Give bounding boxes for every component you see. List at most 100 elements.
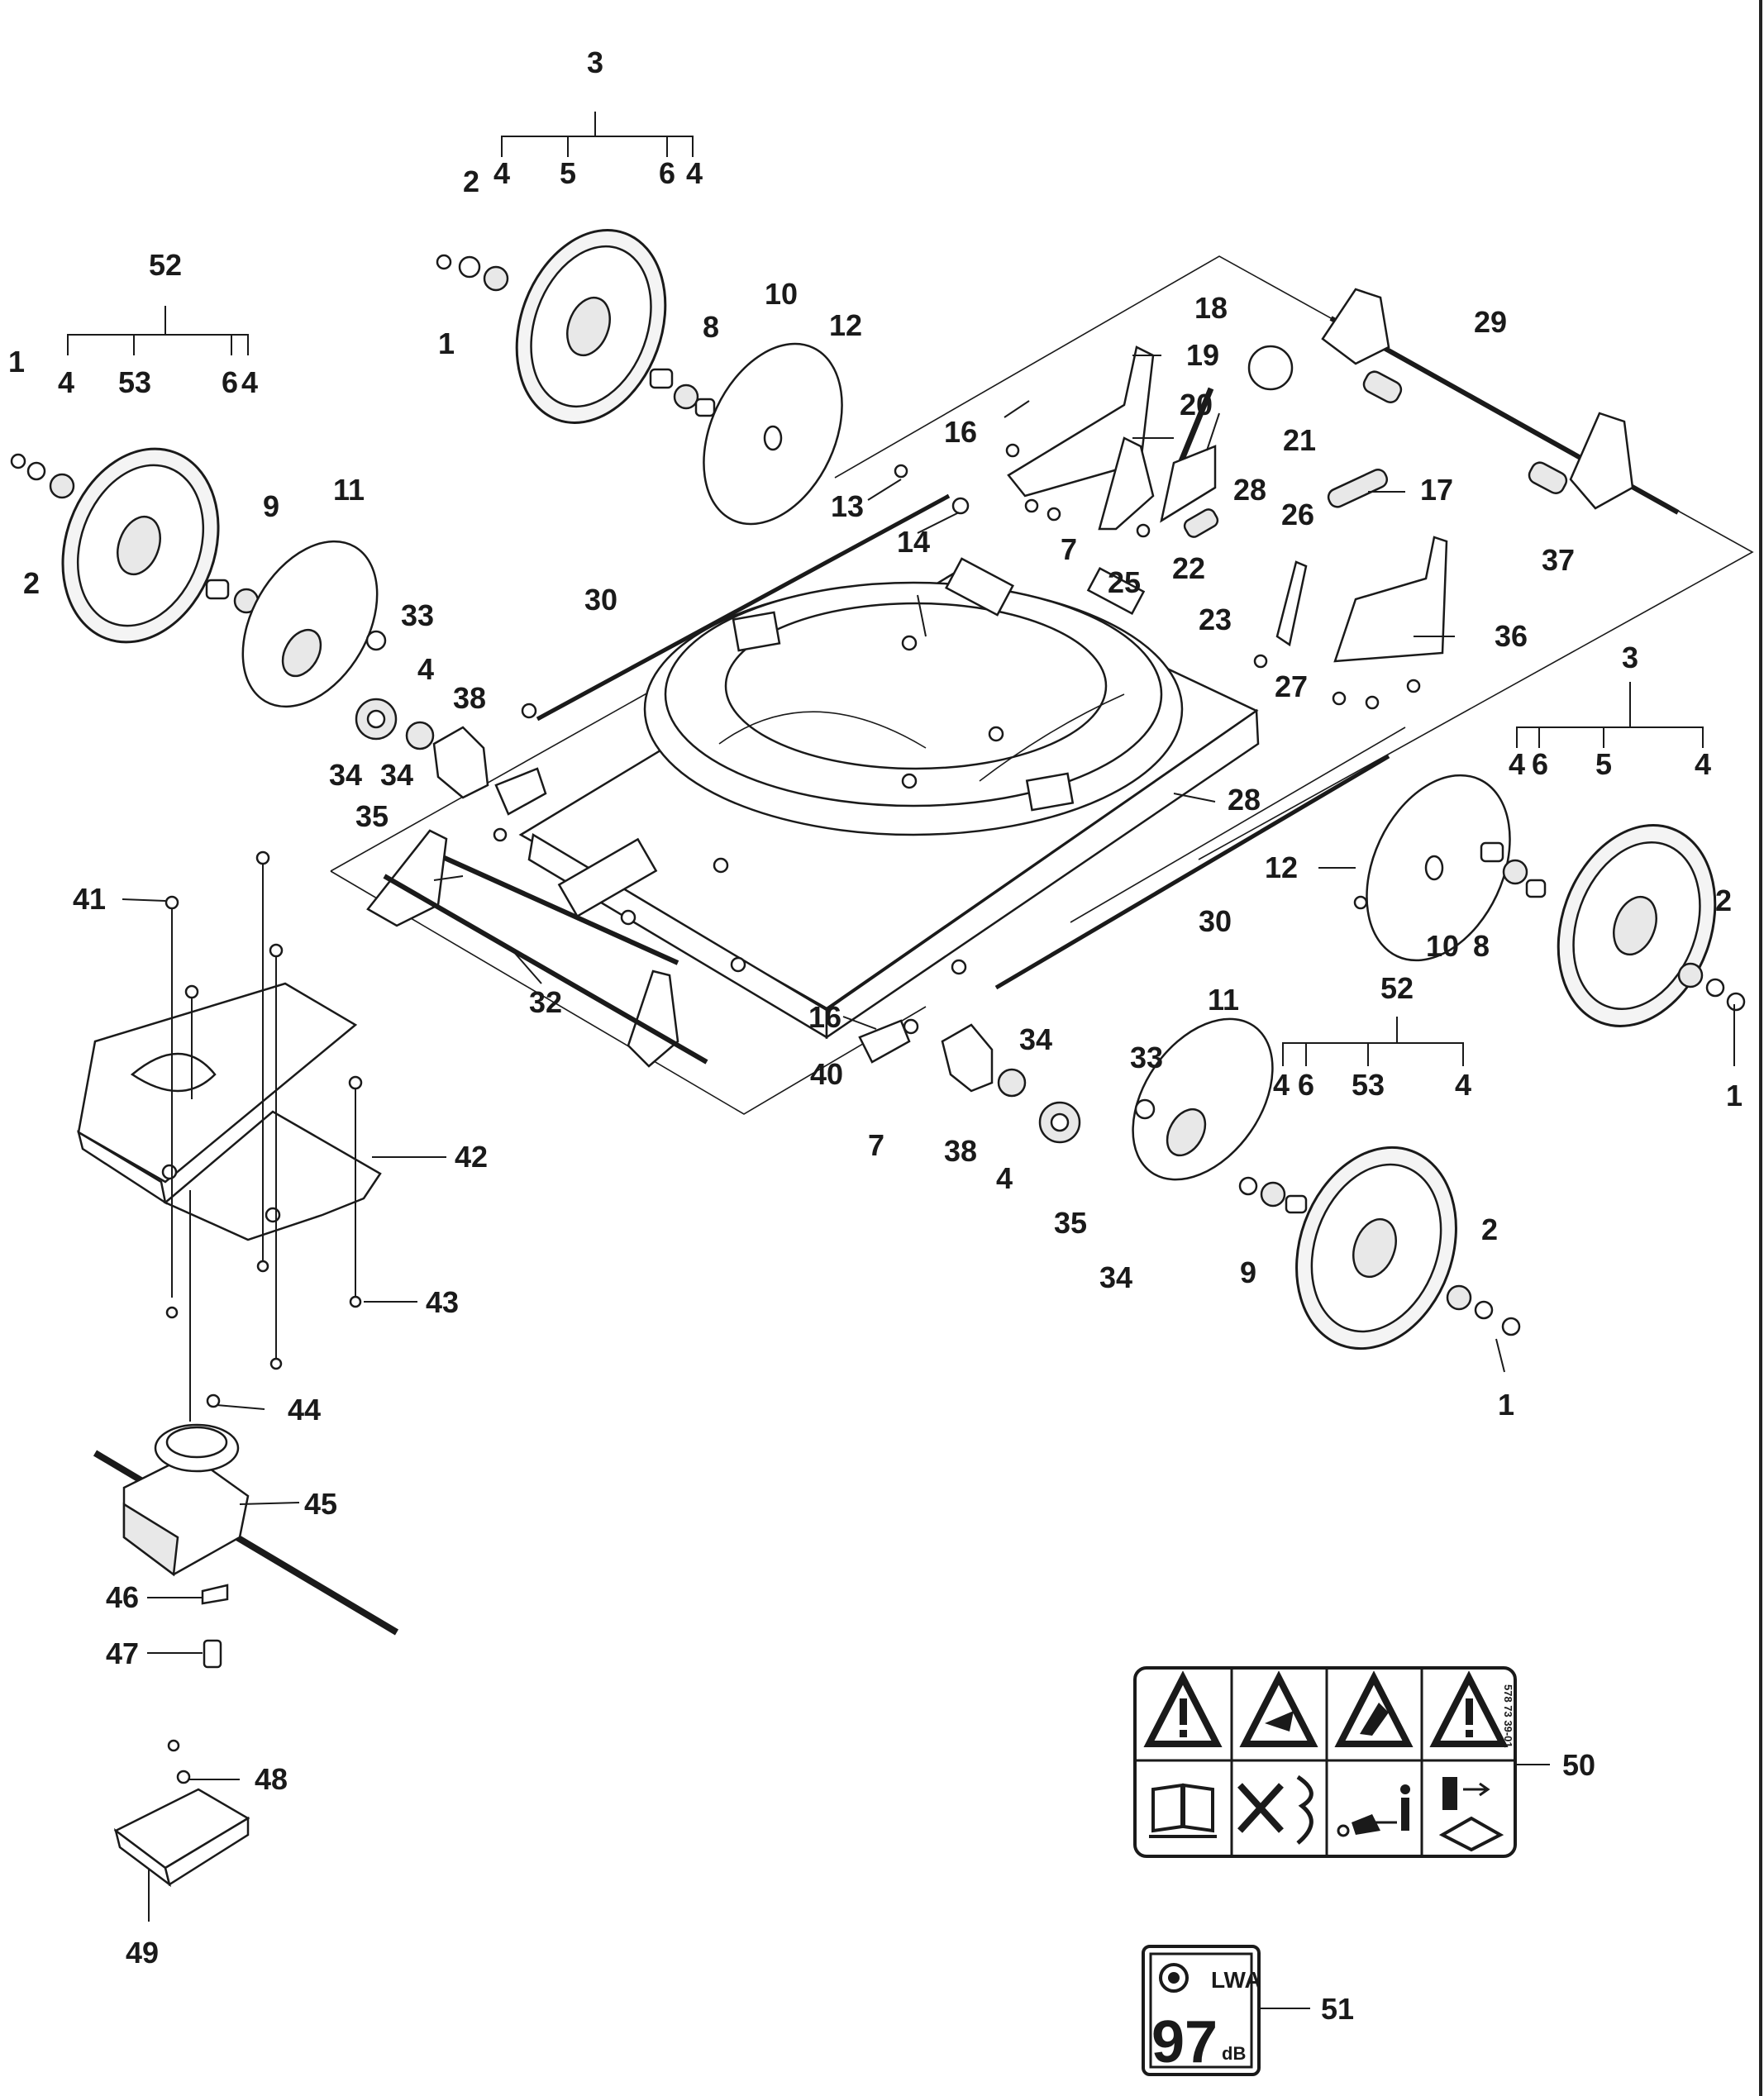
callout-6: 6 (659, 156, 675, 190)
callout-46: 46 (106, 1580, 139, 1614)
callout-11: 11 (1208, 983, 1239, 1017)
callout-4: 4 (1695, 747, 1711, 781)
warning-label-code: 578 73 39-01 (1502, 1684, 1514, 1748)
callout-4: 4 (1455, 1068, 1471, 1102)
callout-4: 4 (241, 365, 258, 399)
wheel-front-left (10, 447, 278, 644)
warning-triangle-icon (1143, 1670, 1223, 1747)
hubcaps (703, 342, 1511, 962)
wheel-rear-right (1480, 824, 1746, 1027)
callout-32: 32 (529, 985, 562, 1019)
callout-34: 34 (329, 758, 362, 792)
callout-28: 29 (1474, 305, 1507, 339)
callout-38: 38 (944, 1134, 977, 1168)
callout-34: 34 (380, 758, 413, 792)
callout-6: 6 (1532, 747, 1548, 781)
noise-value: 97 (1151, 2009, 1218, 2075)
callout-4: 4 (1509, 747, 1525, 781)
callout-4: 4 (417, 652, 434, 686)
belt-cover (77, 982, 382, 1241)
mower-deck (518, 557, 1260, 1040)
callout-45: 45 (304, 1487, 337, 1521)
hand-guard-icon (1237, 1774, 1313, 1845)
thrown-objects-icon (1334, 1670, 1414, 1747)
leader-lines (67, 112, 1735, 2009)
callout-44: 44 (288, 1393, 321, 1427)
callout-2: 2 (23, 566, 40, 600)
noise-lwa: LWA (1211, 1967, 1261, 1993)
warning-triangle-icon (1429, 1670, 1509, 1747)
noise-label: LWA 97 dB (1142, 1945, 1261, 2076)
sound-power-icon (1159, 1963, 1189, 1993)
callout-12: 12 (1265, 850, 1298, 884)
callout-30: 30 (584, 583, 617, 617)
callout-3: 3 (1622, 641, 1638, 674)
callout-1: 1 (8, 345, 25, 379)
callout-19: 19 (1186, 338, 1219, 372)
callout-2: 2 (463, 164, 479, 198)
callout-13: 13 (831, 489, 864, 523)
callout-29: 28 (1228, 783, 1261, 817)
cross-rods (428, 493, 1390, 990)
callout-53: 53 (1352, 1068, 1385, 1102)
warning-label: 578 73 39-01 (1133, 1666, 1517, 1858)
callout-9: 9 (1240, 1255, 1256, 1289)
callout-numbers: 3 2 4 5 6 4 1 8 10 12 52 1 4 53 6 4 2 9 … (8, 45, 1743, 2026)
callout-14: 14 (897, 525, 930, 559)
wheel-rear-left (436, 229, 716, 424)
callout-18: 18 (1194, 291, 1228, 325)
callout-38: 38 (453, 681, 486, 715)
callout-17: 17 (1420, 473, 1453, 507)
callout-1: 1 (438, 326, 455, 360)
callout-4: 4 (58, 365, 74, 399)
front-axle (366, 829, 708, 1068)
callout-52: 52 (1380, 971, 1414, 1005)
manual-book-icon (1149, 1783, 1217, 1838)
callout-26: 27 (1275, 669, 1308, 703)
callout-52: 52 (149, 248, 182, 282)
fasteners (493, 443, 1421, 1064)
callout-51: 51 (1321, 1992, 1354, 2026)
callout-25: 25 (1108, 565, 1141, 599)
callout-43: 43 (426, 1285, 459, 1319)
callout-27: 26 (1281, 498, 1314, 531)
callout-5: 5 (1595, 747, 1612, 781)
callout-16: 16 (944, 415, 977, 449)
callout-4: 4 (1273, 1068, 1290, 1102)
callout-47: 47 (106, 1636, 139, 1670)
keep-distance-icon (1337, 1784, 1410, 1837)
gear-covers (241, 540, 1274, 1181)
right-border (1759, 0, 1762, 2096)
callout-42: 42 (455, 1140, 488, 1174)
callout-6: 6 (1298, 1068, 1314, 1102)
callout-12: 12 (829, 308, 862, 342)
callout-8: 8 (1473, 929, 1490, 963)
spark-plug-disconnect-icon (1438, 1777, 1504, 1852)
callout-41: 41 (73, 882, 106, 916)
callout-8: 8 (703, 310, 719, 344)
callout-35: 35 (1054, 1206, 1087, 1240)
cover-screws (164, 850, 363, 1422)
callout-34: 34 (1019, 1022, 1052, 1056)
callout-48: 48 (255, 1762, 288, 1796)
callout-34: 34 (1099, 1260, 1132, 1294)
callout-7: 7 (1061, 532, 1077, 566)
callout-10: 10 (1426, 929, 1459, 963)
callout-23: 23 (1199, 603, 1232, 636)
callout-10: 10 (765, 277, 798, 311)
callout-4: 4 (493, 156, 510, 190)
rear-axle (1321, 288, 1680, 515)
tray (113, 1739, 250, 1888)
callout-3: 3 (587, 45, 603, 79)
callout-21: 21 (1283, 423, 1316, 457)
gearbox (93, 1393, 399, 1669)
callout-9: 9 (263, 489, 279, 523)
blade-hazard-icon (1239, 1670, 1318, 1747)
callout-20: 20 (1180, 388, 1213, 422)
callout-5: 5 (560, 156, 576, 190)
callout-2: 2 (1715, 884, 1732, 917)
callout-24: 28 (1233, 473, 1266, 507)
callout-1: 1 (1726, 1079, 1743, 1112)
callout-30: 30 (1199, 904, 1232, 938)
